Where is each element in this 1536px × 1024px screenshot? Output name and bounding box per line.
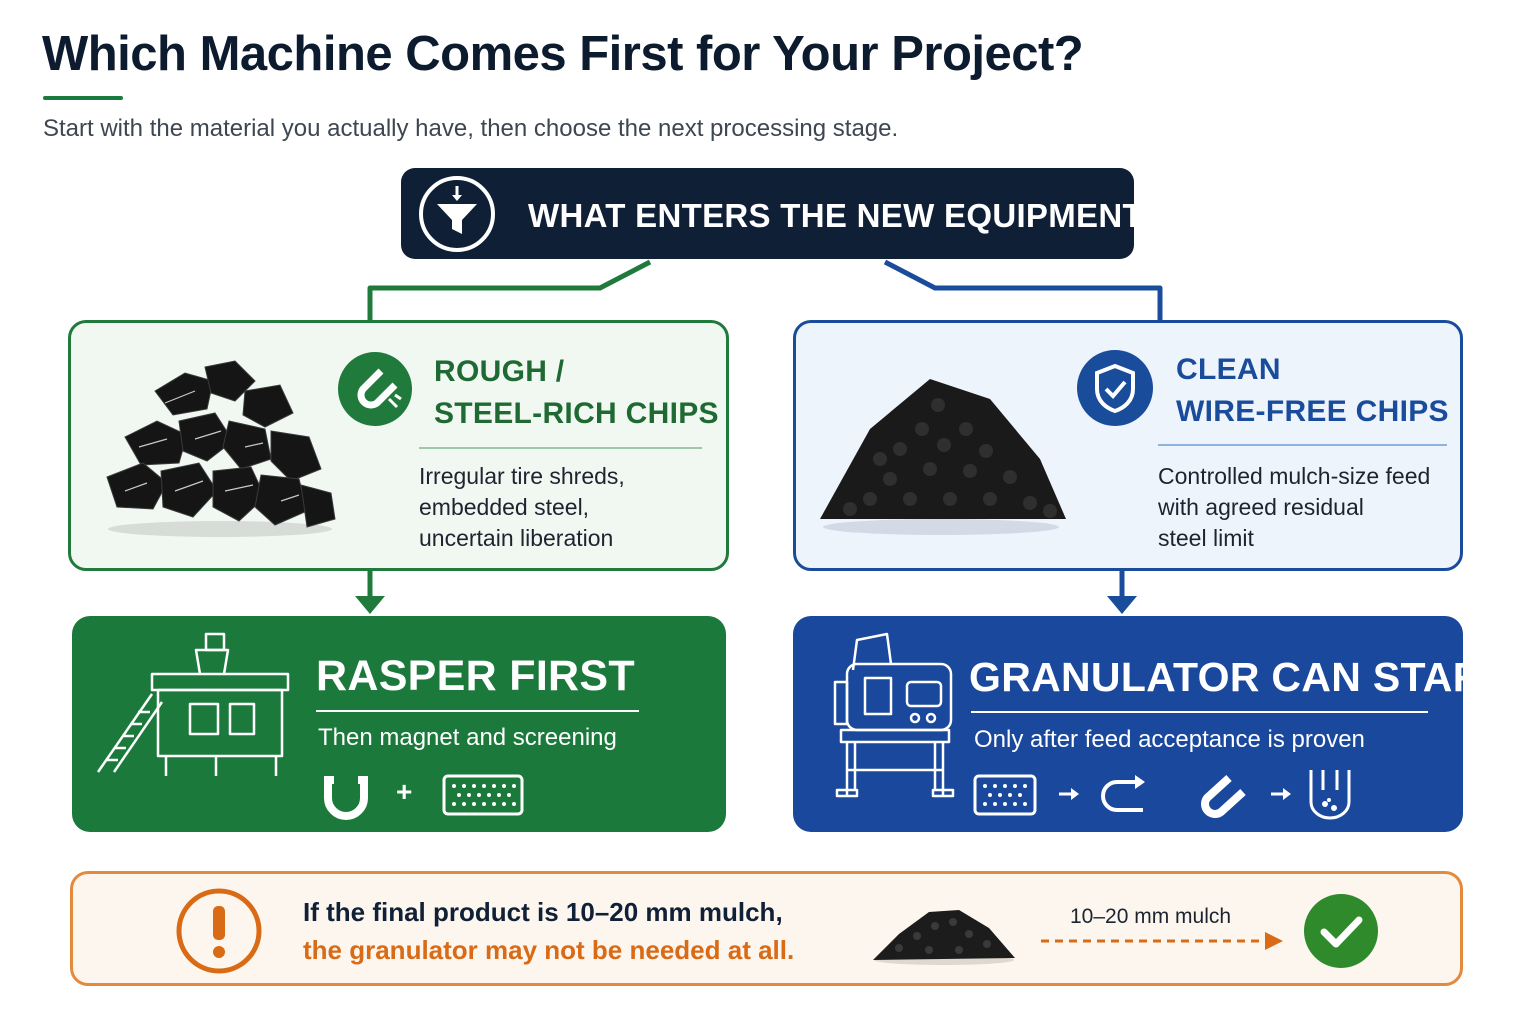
- granulator-subtitle: Only after feed acceptance is proven: [974, 726, 1365, 753]
- plus-sign: +: [396, 776, 413, 807]
- note-line-1: If the final product is 10–20 mm mulch,: [303, 897, 783, 927]
- card-divider: [1158, 444, 1447, 446]
- funnel-icon: [419, 176, 495, 252]
- granulator-machine-icon: [833, 632, 955, 798]
- clean-chips-description: Controlled mulch-size feed with agreed r…: [1158, 463, 1431, 551]
- mulch-label: 10–20 mm mulch: [1070, 905, 1232, 928]
- page-title: Which Machine Comes First for Your Proje…: [42, 27, 1084, 81]
- collector-icon: [1309, 770, 1351, 820]
- rough-chips-title: ROUGH / STEEL-RICH CHIPS: [434, 355, 719, 430]
- rasper-first-title: RASPER FIRST: [316, 652, 635, 700]
- magnet-icon: [338, 352, 412, 426]
- warning-icon: [176, 888, 262, 974]
- arrow-icon: [1059, 788, 1079, 800]
- check-icon: [1304, 894, 1378, 968]
- rasper-first-subtitle: Then magnet and screening: [318, 724, 617, 751]
- clean-chips-card: CLEAN WIRE-FREE CHIPS Controlled mulch-s…: [793, 320, 1463, 571]
- granulator-card: GRANULATOR CAN START Only after feed acc…: [793, 616, 1508, 832]
- card-divider: [971, 711, 1428, 713]
- mulch-note-card: If the final product is 10–20 mm mulch, …: [70, 871, 1463, 986]
- return-arrow-icon: [1101, 775, 1145, 812]
- page-subtitle: Start with the material you actually hav…: [43, 115, 899, 142]
- rasper-machine-icon: [96, 632, 290, 776]
- question-text: WHAT ENTERS THE NEW EQUIPMENT?: [528, 197, 1164, 234]
- rasper-first-card: RASPER FIRST Then magnet and screening +: [72, 616, 726, 832]
- screen-icon: [442, 774, 524, 816]
- rough-chips-description: Irregular tire shreds, embedded steel, u…: [419, 463, 625, 551]
- magnet-icon: [324, 776, 368, 820]
- mulch-pile-image: [873, 910, 1015, 965]
- question-banner: WHAT ENTERS THE NEW EQUIPMENT?: [401, 168, 1163, 259]
- shield-check-icon: [1077, 350, 1153, 426]
- rough-chips-image: [106, 360, 336, 537]
- screen-icon: [973, 774, 1037, 816]
- note-line-2: the granulator may not be needed at all.: [303, 935, 795, 965]
- card-divider: [316, 710, 639, 712]
- dashed-arrow: [1041, 932, 1283, 950]
- magnet-icon: [1201, 775, 1246, 818]
- granulator-title: GRANULATOR CAN START: [969, 654, 1508, 700]
- clean-chips-image: [820, 379, 1066, 535]
- rough-chips-card: ROUGH / STEEL-RICH CHIPS Irregular tire …: [68, 320, 729, 571]
- arrow-icon: [1271, 788, 1291, 800]
- clean-chips-title: CLEAN WIRE-FREE CHIPS: [1176, 353, 1449, 428]
- title-underline: [43, 96, 123, 100]
- card-divider: [419, 447, 702, 449]
